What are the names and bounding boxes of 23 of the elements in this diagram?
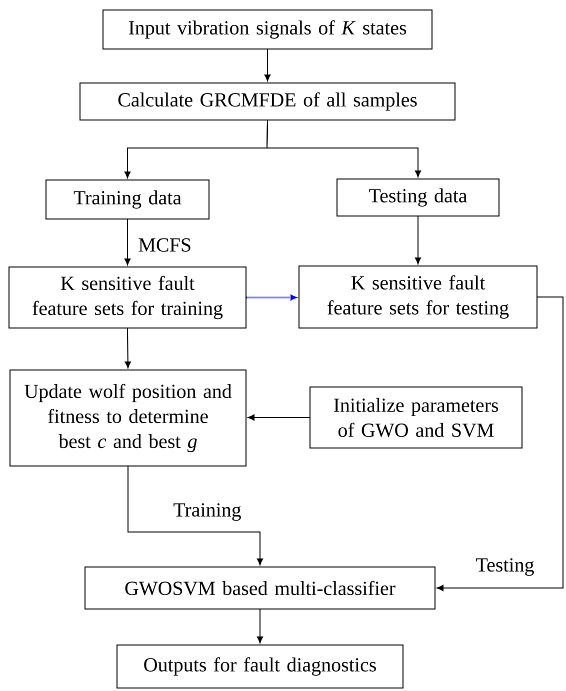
edge-label: Testing — [474, 557, 536, 577]
process-box: Testing data — [336, 178, 500, 216]
process-box: Initialize parameters of GWO and SVM — [310, 386, 522, 448]
process-box: Input vibration signals of K states — [102, 10, 432, 50]
process-box: Calculate GRCMFDE of all samples — [80, 82, 456, 120]
edge-label: Training — [172, 502, 242, 522]
arrow — [124, 219, 131, 266]
arrow — [414, 216, 422, 264]
arrow — [266, 120, 422, 178]
process-box: Outputs for fault diagnostics — [116, 644, 404, 688]
process-box: Update wolf position and fitness to determine best c and best g — [10, 370, 246, 466]
arrow — [124, 328, 131, 368]
arrow — [128, 466, 264, 566]
arrow — [256, 609, 264, 644]
arrow — [264, 49, 271, 82]
edge-label: MCFS — [137, 237, 193, 253]
arrow — [436, 296, 564, 592]
process-box: K sensitive fault feature sets for testing — [298, 266, 538, 328]
arrow — [246, 294, 296, 300]
process-box: GWOSVM based multi-classifier — [84, 566, 436, 610]
arrow — [248, 414, 310, 421]
process-box: Training data — [46, 180, 210, 220]
process-box: K sensitive fault feature sets for training — [8, 266, 246, 328]
